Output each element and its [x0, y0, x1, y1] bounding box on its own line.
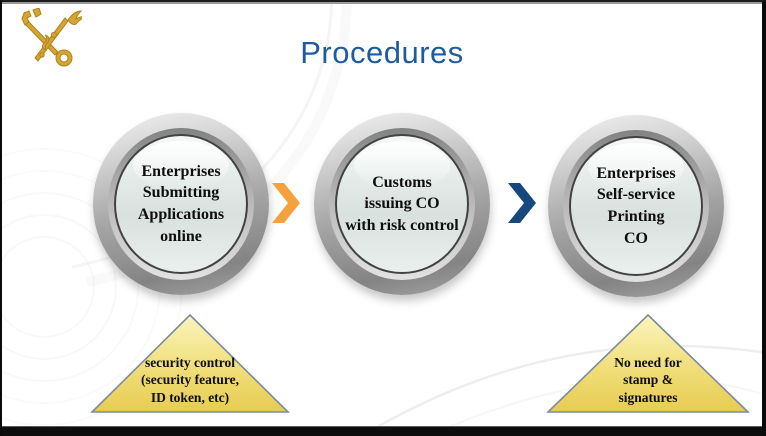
step-badge-2: Customs issuing CO with risk control	[314, 113, 490, 295]
callout-label: No need for stamp & signatures	[614, 354, 682, 406]
chevron-right-icon	[508, 183, 536, 223]
step-badge-1: Enterprises Submitting Applications onli…	[93, 113, 269, 295]
callout-triangle-2: No need for stamp & signatures	[546, 313, 750, 414]
triangle-shape	[546, 313, 750, 413]
step-label: Customs issuing CO with risk control	[345, 173, 459, 234]
chevron-right-icon	[272, 183, 300, 223]
step-badge-3: Enterprises Self-service Printing CO	[548, 115, 724, 297]
badge-face: Enterprises Submitting Applications onli…	[114, 134, 248, 274]
callout-triangle-1: security control (security feature, ID t…	[90, 313, 290, 414]
triangle-shape	[90, 313, 290, 413]
step-label: Enterprises Submitting Applications onli…	[137, 162, 225, 245]
bottom-bar	[2, 426, 762, 436]
customs-emblem-icon	[21, 8, 82, 67]
step-label: Enterprises Self-service Printing CO	[596, 164, 676, 247]
badge-face: Enterprises Self-service Printing CO	[569, 136, 703, 276]
callout-label: security control (security feature, ID t…	[141, 354, 239, 406]
page-title: Procedures	[300, 35, 464, 70]
badge-face: Customs issuing CO with risk control	[335, 134, 469, 274]
top-border-line	[2, 2, 762, 4]
